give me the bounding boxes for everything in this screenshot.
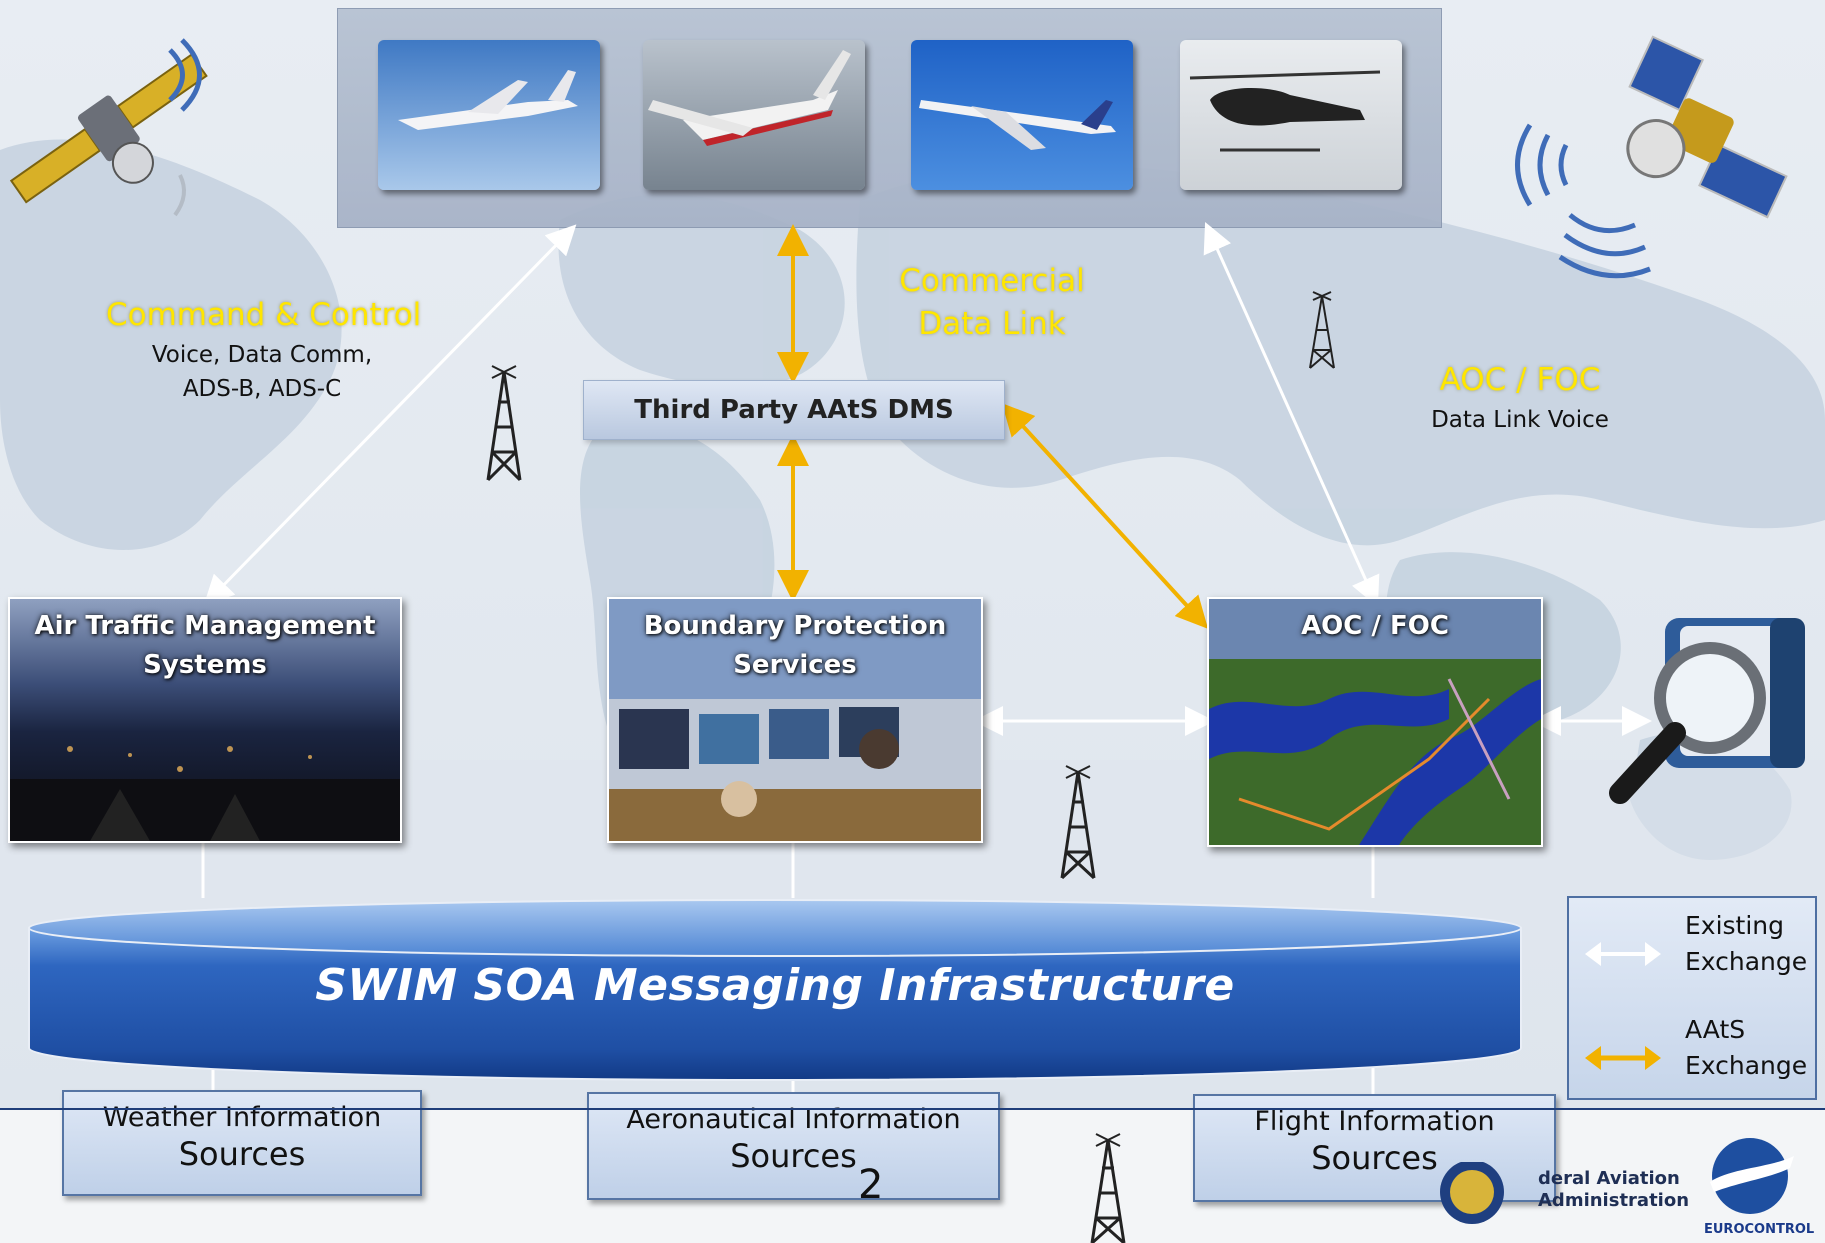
- radio-tower-icon: [486, 365, 522, 482]
- atm-title-line2: Systems: [143, 650, 267, 680]
- helicopter-image: [1180, 40, 1402, 190]
- commercial-data-link-label-2: Data Link: [918, 306, 1066, 342]
- aeronautical-sources-line2: Sources: [730, 1137, 857, 1175]
- page-number: 2: [858, 1162, 884, 1208]
- radio-tower-icon: [1090, 1133, 1126, 1243]
- weather-sources-line2: Sources: [178, 1135, 306, 1173]
- satellite-map-photo: [1209, 599, 1541, 845]
- eurocontrol-logo-icon: [1710, 1138, 1794, 1214]
- flight-sources-box[interactable]: Flight Information Sources: [1193, 1094, 1556, 1202]
- bps-title-line2: Services: [733, 650, 857, 680]
- faa-line1: deral Aviation: [1538, 1168, 1680, 1189]
- business-jet-image: [378, 40, 600, 190]
- aats-exchange-arrow-icon: [1585, 1046, 1661, 1070]
- control-tower-photo: [10, 599, 400, 841]
- search-database-icon[interactable]: [1605, 608, 1825, 813]
- aoc-foc-title: AOC / FOC: [1301, 611, 1449, 641]
- command-control-detail-2: ADS-B, ADS-C: [182, 376, 342, 402]
- boundary-protection-node[interactable]: Boundary Protection Services: [607, 597, 983, 843]
- footer-rule: [0, 1108, 1825, 1110]
- eurocontrol-text: EUROCONTROL: [1704, 1222, 1815, 1237]
- swim-title: SWIM SOA Messaging Infrastructure: [315, 960, 1235, 1011]
- flight-sources-line1: Flight Information: [1254, 1106, 1495, 1137]
- aoc-foc-detail: Data Link Voice: [1431, 407, 1609, 433]
- weather-sources-line1: Weather Information: [102, 1102, 382, 1133]
- legend-aats-line1: AAtS: [1685, 1015, 1746, 1044]
- existing-exchange-arrow-icon: [1585, 942, 1661, 966]
- legend-box: Existing Exchange AAtS Exchange: [1567, 896, 1817, 1100]
- flight-sources-line2: Sources: [1311, 1139, 1438, 1177]
- radio-tower-icon: [1060, 765, 1096, 880]
- faa-logo-text: deral Aviation Administration: [1538, 1168, 1689, 1212]
- commercial-data-link-label-1: Commercial: [899, 263, 1085, 299]
- weather-sources-box[interactable]: Weather Information Sources: [62, 1090, 422, 1196]
- aoc-foc-node[interactable]: AOC / FOC: [1207, 597, 1543, 847]
- legend-existing-line2: Exchange: [1685, 947, 1808, 976]
- third-party-dms-box[interactable]: Third Party AAtS DMS: [583, 380, 1005, 440]
- bps-title-line1: Boundary Protection: [643, 611, 947, 641]
- faa-seal-icon: [1440, 1162, 1504, 1224]
- command-control-label: Command & Control: [106, 297, 422, 333]
- atm-title-line1: Air Traffic Management: [34, 611, 376, 641]
- operations-center-photo: [609, 599, 981, 841]
- satellite-left-icon: [9, 38, 208, 217]
- legend-aats-line2: Exchange: [1685, 1051, 1808, 1080]
- aoc-foc-label: AOC / FOC: [1439, 362, 1601, 398]
- swim-infrastructure-cylinder: [28, 899, 1522, 1081]
- turboprop-image: [643, 40, 865, 190]
- faa-line2: Administration: [1538, 1190, 1690, 1211]
- command-control-detail-1: Voice, Data Comm,: [151, 342, 373, 368]
- radio-tower-icon: [1309, 291, 1335, 369]
- legend-existing-line1: Existing: [1685, 911, 1785, 940]
- satellite-right-icon: [1515, 35, 1788, 279]
- airliner-image: [911, 40, 1133, 190]
- atm-systems-node[interactable]: Air Traffic Management Systems: [8, 597, 402, 843]
